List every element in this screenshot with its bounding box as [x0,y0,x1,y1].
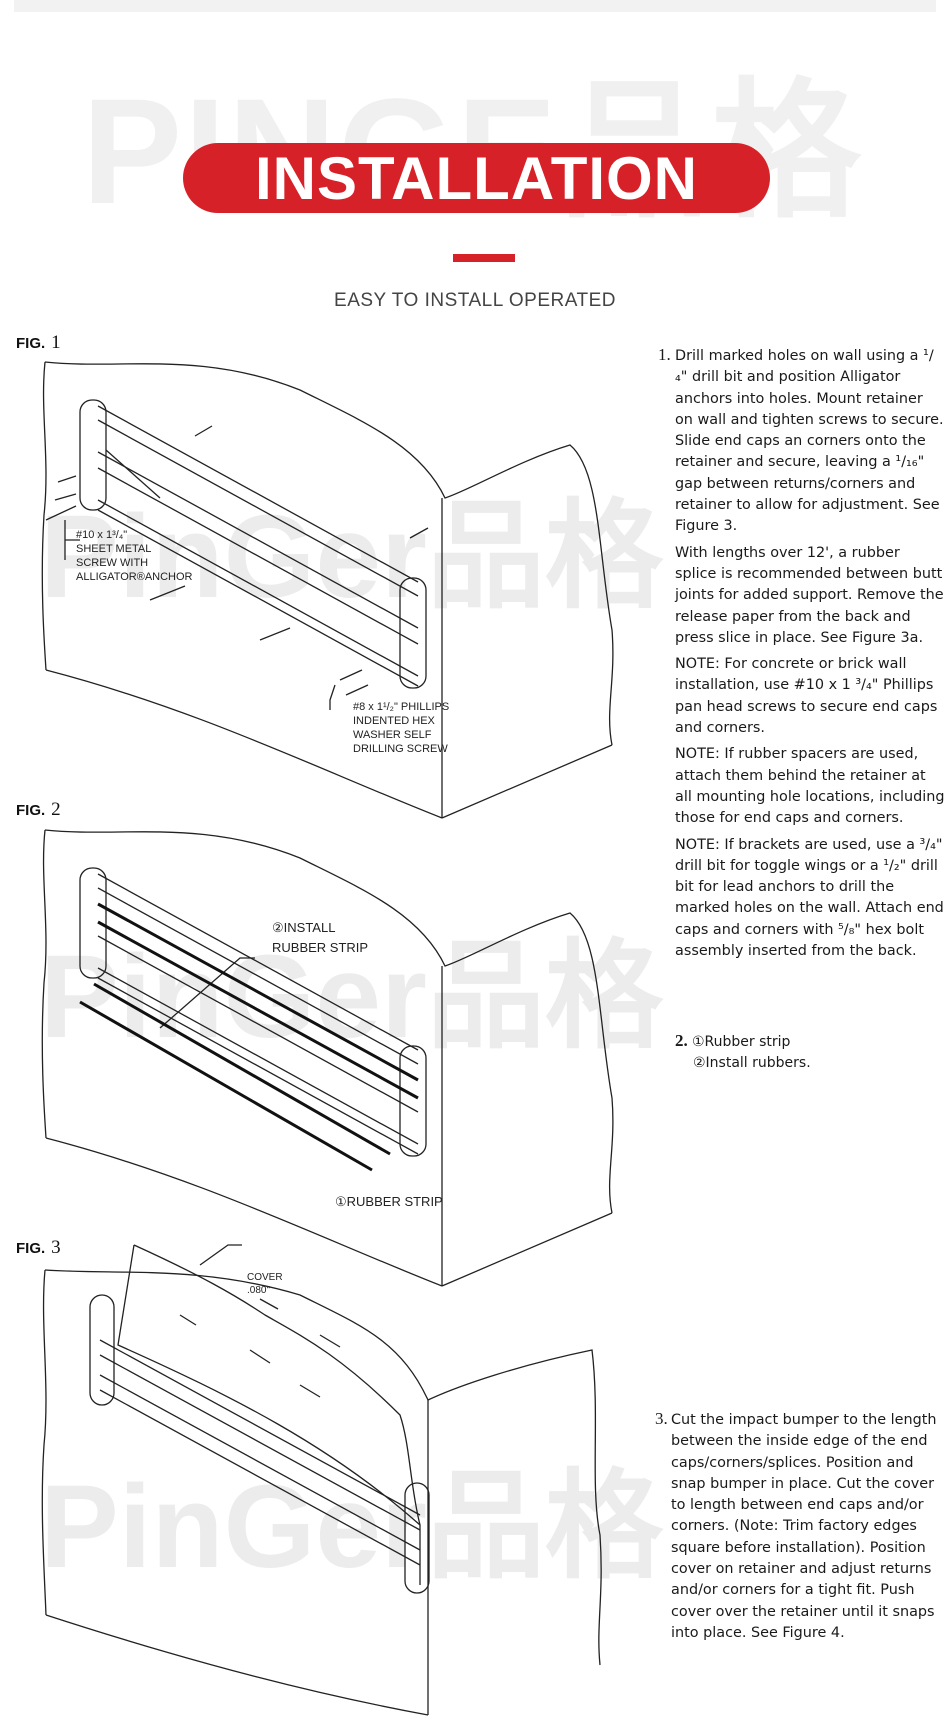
callout-line: SHEET METAL [76,543,152,555]
fig-1-number: 1 [51,332,61,353]
step-2-number: 2. [675,1031,688,1050]
step-1-paragraph: With lengths over 12', a rubber splice i… [675,544,944,646]
callout-line: .080" [247,1285,271,1296]
step-1-note: NOTE: If brackets are used, use a ³/₄" d… [675,836,944,960]
fig-1-drawing [41,361,614,819]
step-1: 1. Drill marked holes on wall using a ¹/… [658,345,945,967]
step-3-paragraph: Cut the impact bumper to the length betw… [671,1412,937,1641]
fig-1-prefix: FIG. [16,335,46,352]
callout-line: RUBBER STRIP [272,940,369,955]
fig-2-number: 2 [51,799,61,820]
fig-2-drawing [41,829,614,1287]
fig-2-strip-callout: ①RUBBER STRIP [335,1194,443,1209]
logo-watermark-2: PinGer品格 [40,931,663,1063]
page-title: INSTALLATION [254,144,699,212]
title-divider [453,254,515,262]
callout-line: DRILLING SCREW [353,743,448,755]
step-3: 3. Cut the impact bumper to the length b… [655,1409,945,1649]
title-banner: INSTALLATION [183,143,770,213]
fig-1-label: FIG. 1 [16,332,61,354]
step-1-note: NOTE: If rubber spacers are used, attach… [675,746,945,827]
step-2-line: ②Install rubbers. [693,1055,811,1071]
step-1-paragraph: Drill marked holes on wall using a ¹/₄" … [675,348,944,535]
brand-watermark: PINGE品格 [82,30,863,247]
step-2-line: ①Rubber strip [692,1034,791,1050]
step-3-number: 3. [655,1409,668,1428]
fig-3-cover-callout: COVER .080" [247,1271,283,1297]
step-1-number: 1. [658,345,671,364]
step-2: 2. ①Rubber strip ②Install rubbers. [675,1031,932,1074]
fig-3-drawing [41,1244,602,1716]
callout-line: SCREW WITH [76,557,149,569]
callout-line: WASHER SELF [353,729,432,741]
callout-line: ALLIGATOR®ANCHOR [76,571,193,583]
fig-2-label: FIG. 2 [16,799,61,821]
callout-line: INDENTED HEX [353,715,435,727]
callout-line: COVER [247,1272,283,1283]
callout-line: #10 x 1³/₄" [76,529,128,541]
top-bar [14,0,936,12]
step-1-note: NOTE: For concrete or brick wall install… [675,656,938,737]
fig-2-prefix: FIG. [16,802,46,819]
page-subtitle: EASY TO INSTALL OPERATED [334,290,616,311]
fig-2-install-callout: ②INSTALL RUBBER STRIP [272,918,368,958]
fig-1-screw-callout: #10 x 1³/₄" SHEET METAL SCREW WITH ALLIG… [76,528,193,584]
fig-3-prefix: FIG. [16,1240,46,1257]
callout-line: ②INSTALL [272,920,336,935]
callout-line: #8 x 1¹/₂" PHILLIPS [353,701,450,713]
logo-watermark-1: PinGer品格 [40,491,663,623]
fig-3-number: 3 [51,1237,61,1258]
fig-3-label: FIG. 3 [16,1237,61,1259]
fig-1-drill-screw-callout: #8 x 1¹/₂" PHILLIPS INDENTED HEX WASHER … [353,700,449,756]
